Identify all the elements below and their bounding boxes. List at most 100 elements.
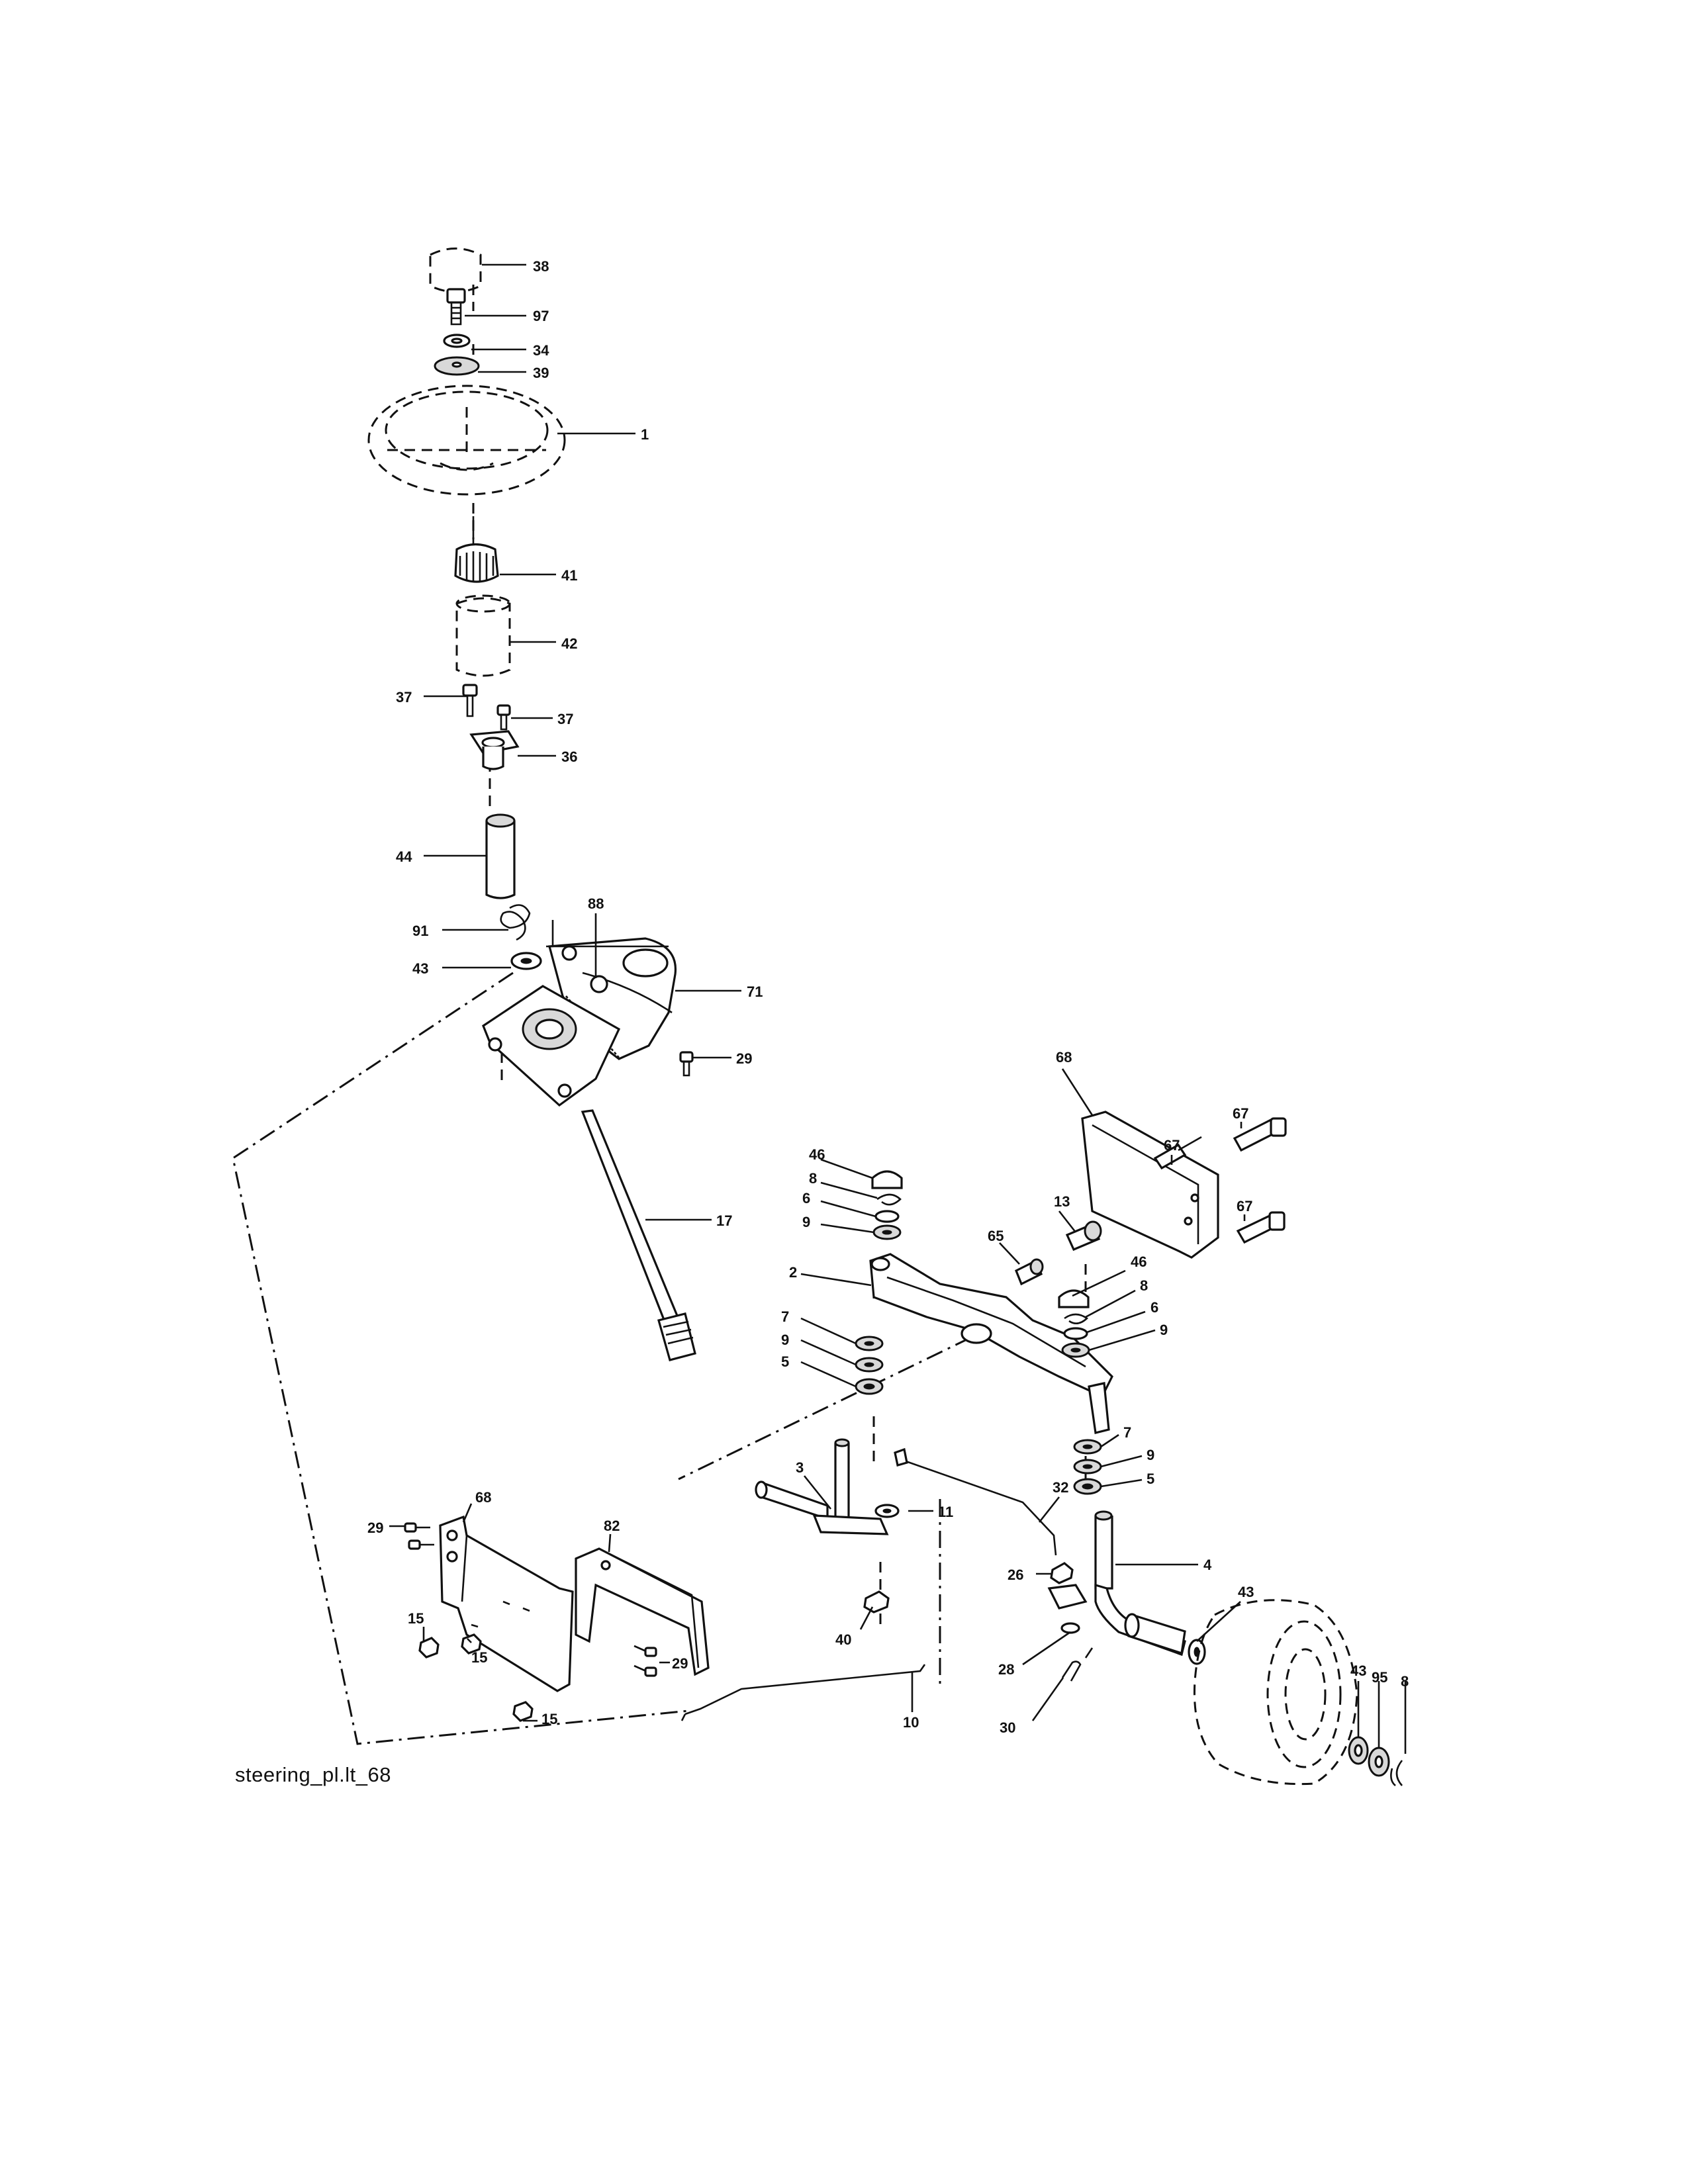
bolt-97 <box>446 288 466 326</box>
callout-37-right: 37 <box>557 711 573 727</box>
callout-28: 28 <box>998 1661 1014 1678</box>
callout-71: 71 <box>747 983 763 1000</box>
diagram-reference-label: steering_pl.lt_68 <box>235 1763 391 1786</box>
nut-15-b <box>461 1633 482 1655</box>
gear-bracket <box>482 985 621 1107</box>
callout-7-left: 7 <box>781 1308 789 1325</box>
bolt-67-a <box>1153 1136 1202 1170</box>
screw-29-right-a <box>633 1645 657 1657</box>
callout-7-right: 7 <box>1123 1424 1131 1441</box>
callout-29-right: 29 <box>672 1655 688 1672</box>
callout-30: 30 <box>1000 1719 1015 1736</box>
bracket-82 <box>575 1547 710 1676</box>
callout-2: 2 <box>789 1264 797 1281</box>
callout-97: 97 <box>533 308 549 324</box>
axle-bracket-68-upper <box>1081 1111 1219 1259</box>
washer-9-left-top <box>872 1224 902 1240</box>
callout-40: 40 <box>835 1631 851 1648</box>
retainer-8-right <box>1064 1313 1089 1324</box>
callout-42: 42 <box>561 635 577 652</box>
callout-41: 41 <box>561 567 577 584</box>
retainer-8-wheel <box>1390 1694 1407 1787</box>
washer-6-left <box>874 1210 900 1223</box>
callout-1: 1 <box>641 426 649 443</box>
bushing-36 <box>469 730 520 770</box>
callout-13: 13 <box>1054 1193 1070 1210</box>
callout-9-left: 9 <box>781 1332 789 1348</box>
callout-68-upper: 68 <box>1056 1049 1072 1066</box>
retainer-8-left <box>876 1193 902 1206</box>
washer-6-right <box>1063 1327 1088 1340</box>
front-axle-2 <box>869 1253 1113 1434</box>
callout-91: 91 <box>412 923 428 939</box>
callout-46-right: 46 <box>1131 1253 1147 1270</box>
bolt-67-c <box>1236 1211 1286 1244</box>
nut-15-c <box>512 1701 534 1722</box>
screw-37-right <box>496 704 511 731</box>
callout-36: 36 <box>561 749 577 765</box>
screw-29-gear <box>679 1051 694 1077</box>
callout-34: 34 <box>533 342 549 359</box>
flat-washer-39 <box>434 356 480 376</box>
bellows-42 <box>455 594 511 677</box>
washer-28 <box>1060 1622 1080 1634</box>
tie-rod-10 <box>680 1664 926 1721</box>
callout-11: 11 <box>938 1504 953 1520</box>
callout-15-a: 15 <box>408 1610 424 1627</box>
callout-43-upper: 43 <box>412 960 428 977</box>
steering-adapter-41 <box>454 516 499 583</box>
callout-44: 44 <box>396 848 412 865</box>
reference-outline <box>232 972 1000 1745</box>
washer-9-left <box>855 1357 884 1373</box>
callout-65: 65 <box>988 1228 1004 1244</box>
screw-29-upper-left <box>404 1522 430 1533</box>
nut-40 <box>863 1590 890 1614</box>
washer-95 <box>1368 1747 1390 1777</box>
callout-26: 26 <box>1008 1567 1023 1583</box>
callout-67-c: 67 <box>1237 1198 1252 1214</box>
washer-9-right-top <box>1061 1342 1090 1358</box>
callout-67-b: 67 <box>1233 1105 1248 1122</box>
screw-29-lower-left <box>408 1539 434 1550</box>
callout-8-left: 8 <box>809 1170 817 1187</box>
callout-29-lower-left: 29 <box>367 1520 383 1536</box>
washer-43-wheel <box>1348 1736 1369 1765</box>
spring-clip-91 <box>500 904 531 941</box>
callout-39: 39 <box>533 365 549 381</box>
nut-15-a <box>418 1637 440 1659</box>
screw-29-right-b <box>633 1664 657 1677</box>
steering-cap-38 <box>429 248 482 293</box>
callout-4: 4 <box>1203 1557 1212 1573</box>
cap-46-right <box>1058 1289 1090 1308</box>
washer-7-right <box>1073 1439 1102 1455</box>
callout-67-a: 67 <box>1164 1137 1180 1154</box>
pivot-tube-13 <box>1065 1220 1102 1251</box>
callout-43-spindle: 43 <box>1238 1584 1254 1600</box>
spacer-44 <box>485 813 516 899</box>
bearing-5-right <box>1073 1478 1102 1495</box>
callout-3: 3 <box>796 1459 804 1476</box>
callout-68-lower: 68 <box>475 1489 491 1506</box>
callout-6-left: 6 <box>802 1190 810 1206</box>
callout-8-right: 8 <box>1140 1277 1148 1294</box>
spindle-3-left <box>755 1438 889 1535</box>
callout-9-right: 9 <box>1147 1447 1154 1463</box>
callout-5-left: 5 <box>781 1353 789 1370</box>
steering-shaft-17 <box>581 1109 696 1361</box>
callout-46-left: 46 <box>809 1146 825 1163</box>
spindle-axle-tube <box>1124 1613 1186 1655</box>
cap-46-left <box>871 1170 903 1189</box>
leader-lines <box>389 263 1407 1749</box>
lock-washer-34 <box>443 334 471 348</box>
callout-15-b: 15 <box>471 1649 487 1666</box>
callout-15-c: 15 <box>541 1711 557 1727</box>
bolt-67-b <box>1233 1117 1287 1152</box>
callout-5-right: 5 <box>1147 1471 1154 1487</box>
callout-labels: 38 97 34 39 1 41 42 37 37 36 44 91 88 43… <box>367 258 1409 1736</box>
callout-95: 95 <box>1372 1669 1387 1686</box>
callout-88: 88 <box>588 895 604 912</box>
callout-37-left: 37 <box>396 689 412 705</box>
callout-8-wheel: 8 <box>1401 1673 1409 1690</box>
callout-29-gear: 29 <box>736 1050 752 1067</box>
